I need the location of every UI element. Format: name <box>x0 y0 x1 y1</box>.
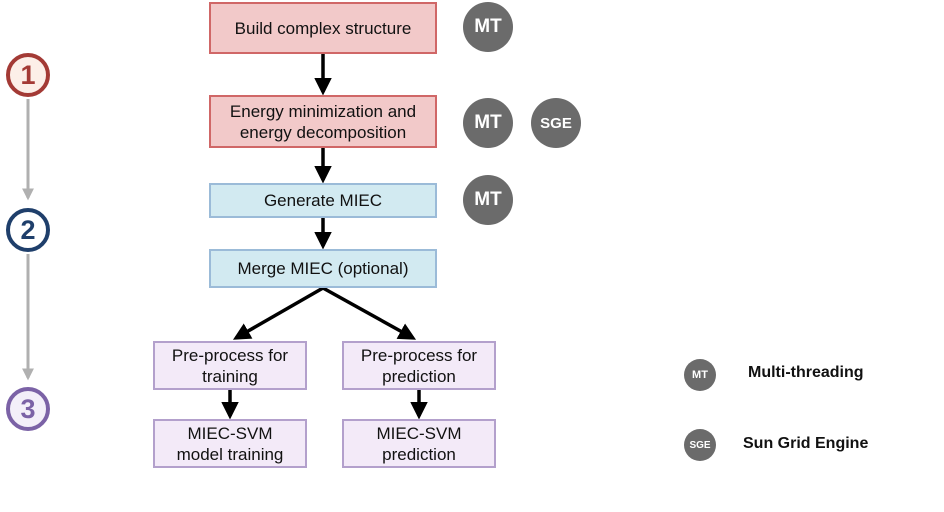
model-training-line2: model training <box>176 444 284 464</box>
merge-miec-box: Merge MIEC (optional) <box>209 249 437 288</box>
mt-badge-energy: MT <box>463 98 513 148</box>
preprocess-prediction-line2: prediction <box>382 366 456 386</box>
prediction-line1: MIEC-SVM <box>376 423 462 443</box>
energy-min-box: Energy minimization and energy decomposi… <box>209 95 437 148</box>
mt-badge-generate: MT <box>463 175 513 225</box>
prediction-line2: prediction <box>382 444 456 464</box>
sge-badge-energy: SGE <box>531 98 581 148</box>
legend-mt-badge: MT <box>684 359 716 391</box>
legend-sge-badge: SGE <box>684 429 716 461</box>
step-1-marker: 1 <box>6 53 50 97</box>
arrow-merge-train <box>232 286 324 340</box>
mt-badge-build: MT <box>463 2 513 52</box>
prediction-box: MIEC-SVM prediction <box>342 419 496 468</box>
step-1-label: 1 <box>20 59 36 90</box>
generate-miec-label: Generate MIEC <box>263 191 383 210</box>
step-2-label: 2 <box>20 214 36 245</box>
preprocess-training-line1: Pre-process for <box>171 345 289 365</box>
legend-mt-label: Multi-threading <box>748 364 864 381</box>
arrow-merge-pred <box>322 286 417 340</box>
preprocess-training-line2: training <box>202 366 258 386</box>
energy-min-line1: Energy minimization and <box>229 101 417 121</box>
model-training-box: MIEC-SVM model training <box>153 419 307 468</box>
step-2-marker: 2 <box>6 208 50 252</box>
generate-miec-box: Generate MIEC <box>209 183 437 218</box>
merge-miec-label: Merge MIEC (optional) <box>237 259 409 278</box>
build-complex-label: Build complex structure <box>234 18 412 38</box>
preprocess-prediction-box: Pre-process for prediction <box>342 341 496 390</box>
preprocess-training-box: Pre-process for training <box>153 341 307 390</box>
build-complex-box: Build complex structure <box>209 2 437 54</box>
step-3-marker: 3 <box>6 387 50 431</box>
model-training-line1: MIEC-SVM <box>187 423 273 443</box>
step-3-label: 3 <box>20 393 36 424</box>
preprocess-prediction-line1: Pre-process for <box>360 345 478 365</box>
legend-sge-label: Sun Grid Engine <box>743 435 869 452</box>
energy-min-line2: energy decomposition <box>239 122 407 142</box>
